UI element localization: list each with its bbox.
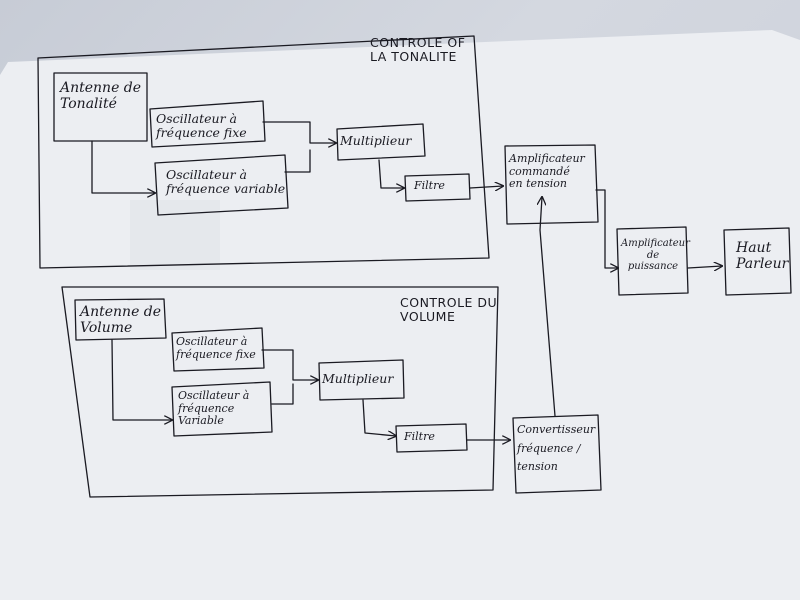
- speaker-line1: Haut: [736, 240, 772, 256]
- volume-multiplier-label: Multiplieur: [322, 371, 394, 386]
- tone-section-frame: [37, 35, 490, 269]
- volume-section-title: CONTROLE DU VOLUME: [400, 295, 498, 325]
- tone-osc-variable-line1: Oscillateur à: [166, 167, 247, 182]
- power-amp-line1: Amplificateur: [621, 238, 690, 249]
- volume-osc-variable-line2: fréquence: [178, 401, 235, 415]
- tone-osc-fixed-label: Oscillateur à fréquence fixe: [156, 111, 247, 141]
- tone-antenna-box: [53, 72, 148, 142]
- tone-osc-fixed-line2: fréquence fixe: [156, 125, 247, 141]
- tone-multiplier-box: [336, 123, 426, 161]
- volume-fixed-to-mult-arrow: [261, 349, 318, 380]
- volume-antenna-box: [74, 298, 167, 341]
- vca-box: [504, 144, 599, 225]
- tone-osc-fixed-box: [149, 100, 266, 148]
- volume-title-line2: VOLUME: [400, 309, 456, 325]
- tone-antenna-line2: Tonalité: [60, 96, 117, 113]
- converter-to-vca-arrow: [540, 197, 556, 417]
- volume-variable-to-mult-line: [271, 383, 294, 405]
- volume-osc-fixed-line1: Oscillateur à: [176, 335, 248, 348]
- volume-section-frame: [61, 286, 499, 498]
- vca-label: Amplificateur commandé en tension: [509, 152, 585, 191]
- vca-line1: Amplificateur: [509, 152, 585, 165]
- vca-line3: en tension: [509, 177, 567, 191]
- volume-antenna-line2: Volume: [80, 320, 133, 337]
- power-amp-to-speaker-arrow: [687, 266, 722, 268]
- tone-filter-label: Filtre: [414, 179, 445, 192]
- tone-osc-variable-line2: fréquence variable: [166, 181, 286, 197]
- tone-antenna-line1: Antenne de: [60, 80, 142, 96]
- tone-multiplier-label: Multiplieur: [340, 133, 412, 148]
- converter-line2: fréquence /: [517, 441, 581, 455]
- volume-osc-variable-line3: Variable: [178, 414, 224, 428]
- volume-multiplier-box: [318, 359, 405, 401]
- tone-antenna-label: Antenne de Tonalité: [60, 80, 141, 112]
- volume-filter-label: Filtre: [404, 430, 435, 443]
- converter-label: Convertisseur fréquence / tension: [517, 423, 596, 474]
- tone-osc-variable-box: [154, 154, 289, 216]
- tone-title-line1: CONTROLE OF: [370, 35, 466, 50]
- tone-mult-to-filter-arrow: [378, 159, 404, 188]
- paper-shadow: [130, 200, 220, 270]
- volume-mult-to-filter-arrow: [362, 399, 396, 436]
- tone-filter-to-vca-arrow: [469, 186, 503, 188]
- volume-osc-variable-box: [171, 381, 273, 437]
- converter-line1: Convertisseur: [517, 423, 596, 436]
- volume-osc-variable-label: Oscillateur à fréquence Variable: [178, 389, 250, 428]
- tone-section-title: CONTROLE OF LA TONALITE: [370, 35, 466, 65]
- converter-box: [512, 414, 602, 494]
- volume-antenna-label: Antenne de Volume: [80, 304, 161, 336]
- power-amp-box: [616, 226, 689, 296]
- vca-line2: commandé: [509, 164, 570, 178]
- volume-osc-fixed-label: Oscillateur à fréquence fixe: [176, 335, 256, 361]
- power-amp-line2: de: [646, 249, 660, 261]
- power-amp-label: Amplificateur de puissance: [621, 238, 690, 273]
- tone-variable-to-mult-line: [284, 149, 311, 173]
- volume-title-line1: CONTROLE DU: [400, 295, 498, 310]
- vca-to-power-amp-arrow: [595, 189, 618, 268]
- tone-osc-variable-label: Oscillateur à fréquence variable: [166, 167, 286, 197]
- volume-osc-variable-line1: Oscillateur à: [178, 389, 250, 402]
- converter-line3: tension: [517, 460, 558, 474]
- tone-antenna-to-variable-arrow: [91, 140, 155, 193]
- speaker-label: Haut Parleur: [736, 240, 788, 272]
- speaker-line2: Parleur: [736, 256, 789, 273]
- speaker-box: [723, 227, 792, 296]
- tone-title-line2: LA TONALITE: [370, 49, 457, 65]
- tone-osc-fixed-line1: Oscillateur à: [156, 111, 237, 126]
- tone-filter-box: [404, 173, 471, 202]
- power-amp-line3: puissance: [627, 261, 679, 272]
- volume-osc-fixed-box: [171, 327, 265, 372]
- volume-antenna-to-variable-arrow: [111, 339, 172, 420]
- tone-fixed-to-mult-arrow: [262, 121, 336, 143]
- volume-filter-box: [395, 423, 468, 453]
- volume-antenna-line1: Antenne de: [80, 304, 162, 320]
- volume-osc-fixed-line2: fréquence fixe: [176, 347, 256, 361]
